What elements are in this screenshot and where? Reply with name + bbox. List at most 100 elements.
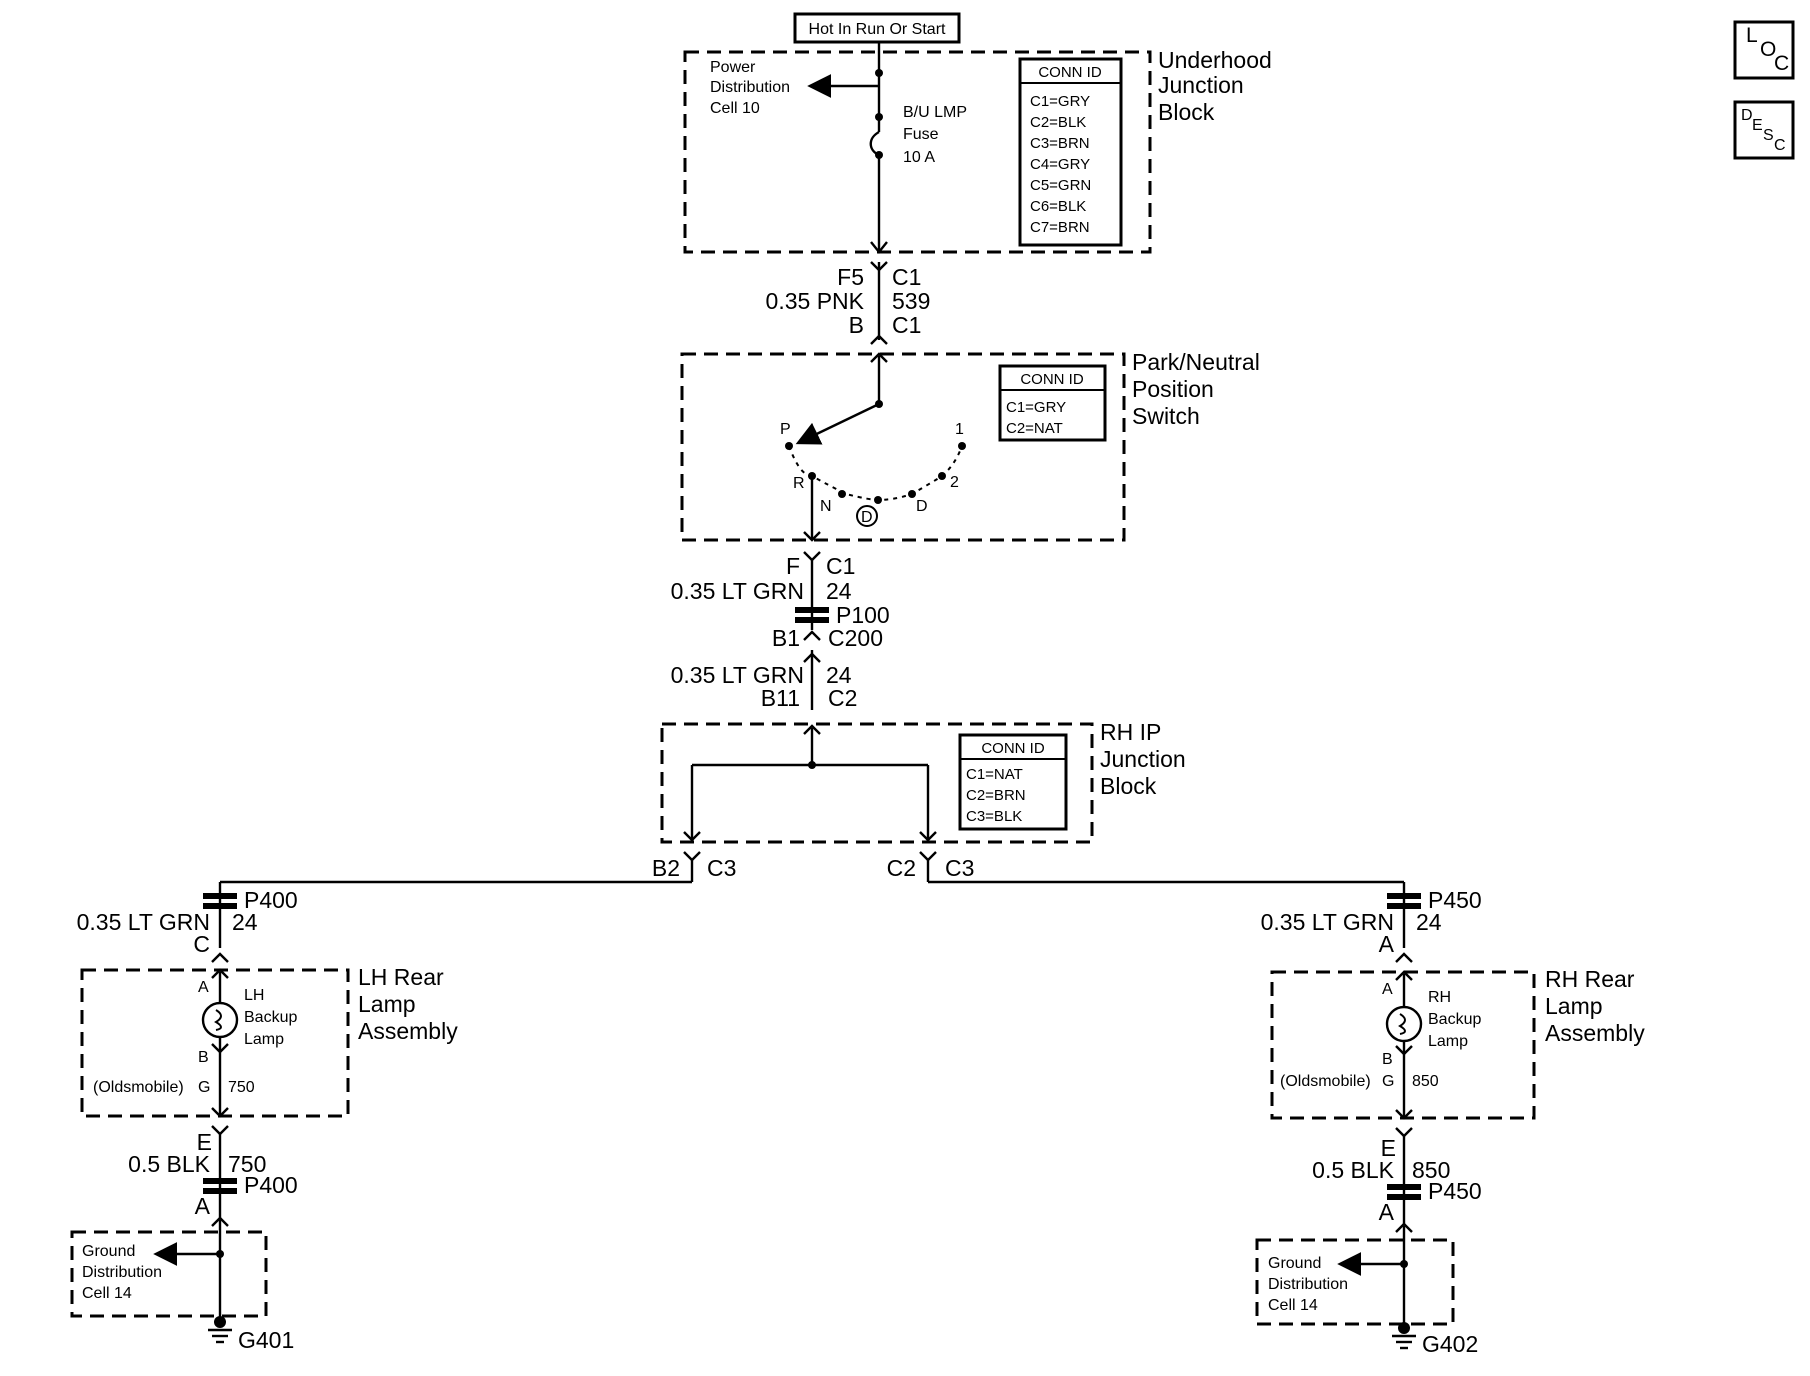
svg-text:RH Rear: RH Rear — [1545, 966, 1635, 992]
underhood-title-3: Block — [1158, 99, 1215, 125]
rh-branch: P450 0.35 LT GRN 24 A — [1261, 882, 1482, 963]
svg-text:CONN ID: CONN ID — [981, 740, 1045, 757]
svg-text:Junction: Junction — [1100, 746, 1186, 772]
svg-text:C2=NAT: C2=NAT — [1006, 420, 1063, 437]
svg-text:N: N — [820, 498, 832, 515]
wire-24-lower: 0.35 LT GRN 24 B11 C2 — [671, 650, 857, 711]
svg-text:Lamp: Lamp — [1545, 993, 1603, 1019]
svg-text:O: O — [1760, 38, 1776, 61]
svg-text:0.5 BLK: 0.5 BLK — [128, 1151, 210, 1177]
svg-text:Block: Block — [1100, 773, 1157, 799]
svg-text:C2: C2 — [887, 855, 916, 881]
power-source-label: Hot In Run Or Start — [793, 12, 961, 44]
rh-ground-distribution: Ground Distribution Cell 14 G402 — [1255, 1226, 1478, 1357]
splice-p400-top — [203, 893, 237, 899]
ground-g401-icon — [208, 1328, 232, 1344]
svg-text:C1: C1 — [892, 264, 921, 290]
lh-ground-distribution: Ground Distribution Cell 14 G401 — [70, 1220, 294, 1353]
svg-text:C: C — [193, 931, 210, 957]
rh-ground-wire: E 0.5 BLK 850 P450 A — [1312, 1127, 1482, 1233]
svg-text:Switch: Switch — [1132, 403, 1200, 429]
rh-rear-lamp-assembly: RH Rear Lamp Assembly A RH Backup Lamp B… — [1270, 966, 1645, 1120]
power-dist-1: Power — [710, 59, 756, 76]
svg-text:E: E — [1752, 117, 1763, 134]
svg-text:Lamp: Lamp — [1428, 1033, 1468, 1050]
svg-text:B11: B11 — [761, 685, 800, 711]
svg-text:G401: G401 — [238, 1327, 294, 1353]
svg-text:C2=BLK: C2=BLK — [1030, 114, 1086, 131]
svg-text:CONN ID: CONN ID — [1020, 371, 1084, 388]
svg-text:Assembly: Assembly — [358, 1018, 458, 1044]
svg-text:750: 750 — [228, 1079, 255, 1096]
svg-text:L: L — [1746, 24, 1758, 47]
svg-text:Assembly: Assembly — [1545, 1020, 1645, 1046]
lh-ground-wire: E 0.5 BLK 750 P400 A — [128, 1125, 298, 1227]
svg-text:(Oldsmobile): (Oldsmobile) — [93, 1079, 184, 1096]
svg-text:F: F — [786, 553, 800, 579]
loc-icon[interactable]: L O C — [1733, 20, 1795, 80]
svg-text:B: B — [198, 1049, 209, 1066]
splice-p100 — [795, 607, 829, 613]
svg-text:C3: C3 — [945, 855, 974, 881]
wire-24-upper: F C1 0.35 LT GRN 24 P100 B1 C200 — [671, 551, 890, 651]
svg-text:Fuse: Fuse — [903, 126, 939, 143]
svg-text:P450: P450 — [1428, 1178, 1482, 1204]
splice-p450-top — [1387, 893, 1421, 899]
wire-539: F5 C1 0.35 PNK 539 B C1 — [766, 241, 930, 345]
svg-text:Backup: Backup — [1428, 1011, 1481, 1028]
svg-text:C2: C2 — [828, 685, 857, 711]
underhood-junction-block: Underhood Junction Block Power Distribut… — [683, 42, 1272, 254]
svg-text:P100: P100 — [836, 602, 890, 628]
svg-text:C: C — [1774, 52, 1789, 75]
svg-text:C1=GRY: C1=GRY — [1030, 93, 1090, 110]
rh-ip-outputs: B2 C3 C2 C3 — [220, 851, 1404, 884]
svg-text:A: A — [1382, 981, 1393, 998]
svg-text:0.35 LT GRN: 0.35 LT GRN — [77, 909, 210, 935]
svg-text:P400: P400 — [244, 1172, 298, 1198]
svg-text:A: A — [195, 1193, 211, 1219]
svg-text:LH Rear: LH Rear — [358, 964, 444, 990]
svg-text:0.5 BLK: 0.5 BLK — [1312, 1157, 1394, 1183]
svg-text:850: 850 — [1412, 1157, 1450, 1183]
svg-text:0.35 LT GRN: 0.35 LT GRN — [1261, 909, 1394, 935]
pnp-conn-id-table: CONN ID C1=GRY C2=NAT — [998, 364, 1107, 442]
svg-text:B: B — [1382, 1051, 1393, 1068]
lh-rear-lamp-assembly: LH Rear Lamp Assembly A LH Backup Lamp B… — [80, 964, 458, 1118]
svg-text:539: 539 — [892, 288, 930, 314]
svg-text:750: 750 — [228, 1151, 266, 1177]
svg-text:G402: G402 — [1422, 1331, 1478, 1357]
power-dist-3: Cell 10 — [710, 100, 760, 117]
svg-text:C3: C3 — [707, 855, 736, 881]
underhood-conn-id-table: CONN ID C1=GRY C2=BLK C3=BRN C4=GRY C5=G… — [1018, 57, 1123, 247]
svg-text:B2: B2 — [652, 855, 680, 881]
svg-text:C1=NAT: C1=NAT — [966, 766, 1023, 783]
svg-text:C1: C1 — [826, 553, 855, 579]
svg-text:R: R — [793, 475, 805, 492]
svg-text:P: P — [780, 421, 791, 438]
svg-text:B1: B1 — [772, 625, 800, 651]
svg-text:C5=GRN: C5=GRN — [1030, 177, 1091, 194]
svg-text:RH IP: RH IP — [1100, 719, 1161, 745]
svg-text:Cell 14: Cell 14 — [1268, 1297, 1318, 1314]
switch-arm — [795, 402, 880, 445]
svg-text:Park/Neutral: Park/Neutral — [1132, 349, 1260, 375]
svg-text:Lamp: Lamp — [358, 991, 416, 1017]
svg-text:B: B — [849, 312, 864, 338]
svg-text:D: D — [1741, 107, 1753, 124]
desc-icon[interactable]: D E S C — [1733, 100, 1795, 160]
svg-text:CONN ID: CONN ID — [1038, 64, 1102, 81]
power-dist-2: Distribution — [710, 79, 790, 96]
svg-text:Ground: Ground — [82, 1243, 135, 1260]
svg-text:A: A — [1379, 1199, 1395, 1225]
svg-text:10 A: 10 A — [903, 149, 935, 166]
svg-text:RH: RH — [1428, 989, 1451, 1006]
svg-text:E: E — [1381, 1135, 1396, 1161]
svg-text:S: S — [1763, 127, 1774, 144]
svg-text:850: 850 — [1412, 1073, 1439, 1090]
park-neutral-switch: Park/Neutral Position Switch P R N D D 2… — [680, 349, 1260, 542]
svg-text:C200: C200 — [828, 625, 883, 651]
svg-text:Cell 14: Cell 14 — [82, 1285, 132, 1302]
underhood-title-2: Junction — [1158, 72, 1244, 98]
svg-text:C3=BRN: C3=BRN — [1030, 135, 1090, 152]
svg-text:Position: Position — [1132, 376, 1214, 402]
